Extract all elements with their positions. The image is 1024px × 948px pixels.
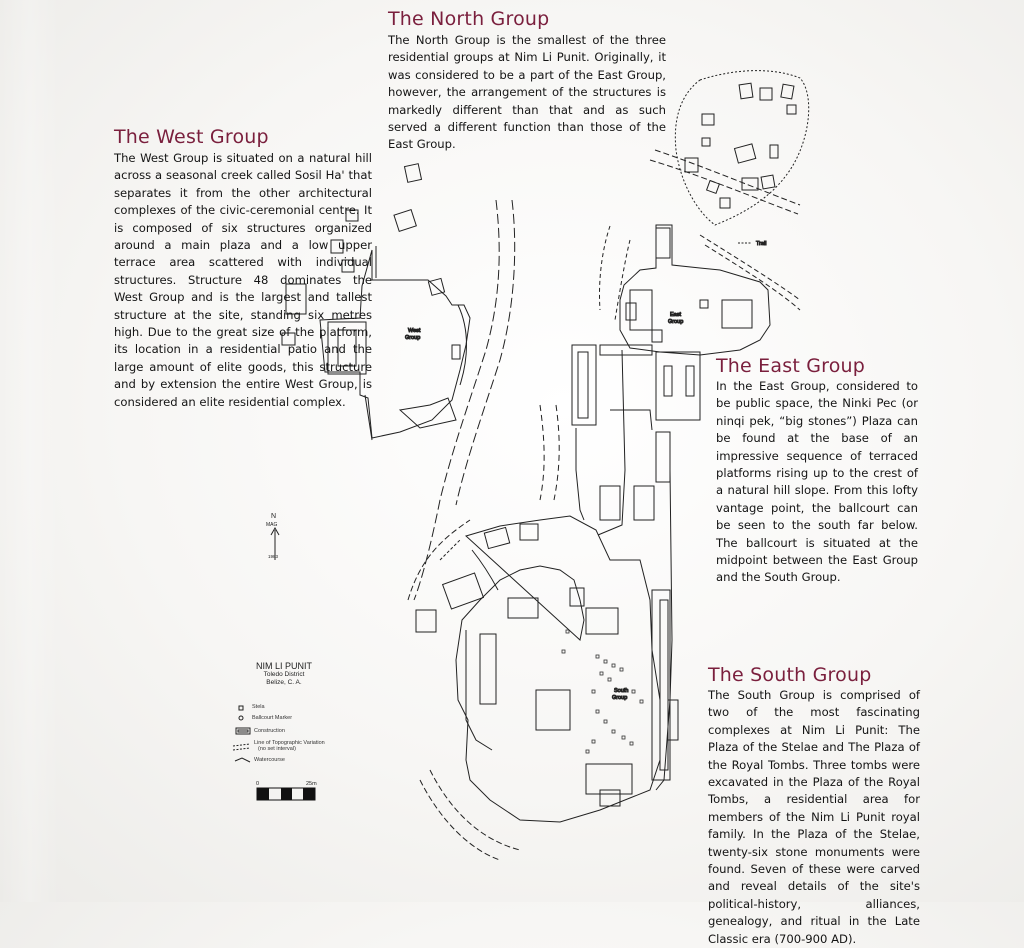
stelae-markers (561, 629, 644, 754)
west-group-text: The West Group is situated on a natural … (114, 151, 372, 409)
legend-title: NIM LI PUNIT (255, 661, 312, 671)
north-arrow (270, 526, 280, 560)
legend-subtitle-2: Belize, C. A. (266, 679, 302, 686)
legend-item-watercourse: Watercourse (254, 757, 285, 763)
east-group-label-1: East (670, 312, 681, 318)
information-board: West Group East Group Trail (0, 0, 920, 946)
west-group-map (281, 163, 471, 441)
north-group-text: The North Group is the smallest of the t… (388, 33, 666, 152)
legend-item-construction: Construction (254, 728, 285, 734)
trail-label: Trail (756, 241, 767, 247)
east-group-map (571, 224, 771, 431)
legend-symbols (232, 705, 251, 763)
scale-end: 25m (306, 781, 317, 787)
legend-subtitle-1: Toledo District (263, 671, 305, 678)
east-group-text: In the East Group, considered to be publ… (716, 379, 918, 585)
south-group-label-2: Group (612, 695, 627, 701)
scale-start: 0 (256, 781, 259, 787)
east-group-title: The East Group (716, 355, 866, 377)
site-map: West Group East Group Trail (232, 70, 810, 861)
west-group-label-2: Group (405, 335, 420, 341)
south-group-label-1: South (614, 688, 628, 694)
legend-item-topographic-note: (no set interval) (258, 746, 296, 752)
west-group-title: The West Group (114, 126, 269, 148)
north-arrow-mag: MAG (266, 522, 278, 528)
legend-item-topographic: Line of Topographic Variation (254, 740, 325, 746)
north-group-map (674, 70, 810, 226)
legend-item-stela: Stela (252, 704, 265, 710)
south-group-map (415, 515, 679, 823)
east-group-label-2: Group (668, 319, 683, 325)
west-group-label-1: West (408, 328, 421, 334)
north-arrow-year: 1983 (268, 554, 279, 559)
north-arrow-n: N (271, 513, 276, 520)
scale-bar (256, 787, 316, 801)
legend-title-block: NIM LI PUNIT Toledo District Belize, C. … (244, 661, 324, 687)
south-group-title: The South Group (708, 664, 872, 686)
legend-item-ballcourt-marker: Ballcourt Marker (252, 715, 293, 721)
south-group-text: The South Group is comprised of two of t… (708, 688, 920, 946)
north-group-title: The North Group (388, 8, 550, 30)
